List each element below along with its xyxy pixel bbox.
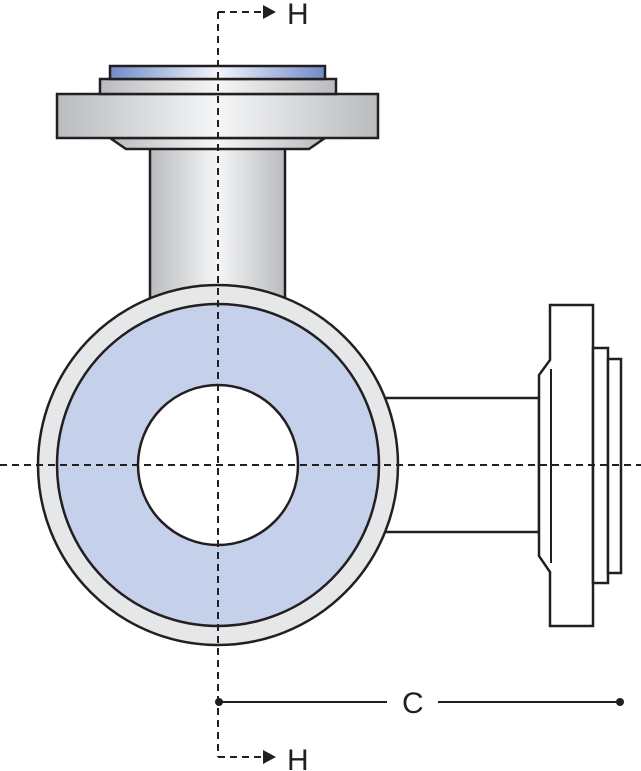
arrow-right-icon <box>263 750 276 764</box>
arrow-right-icon <box>263 5 276 19</box>
dimension-label: C <box>402 687 424 720</box>
dimension-endpoint-dot <box>215 698 223 706</box>
section-label-bottom: H <box>287 744 309 771</box>
section-label-top: H <box>287 0 309 31</box>
dimension-endpoint-dot <box>616 698 624 706</box>
